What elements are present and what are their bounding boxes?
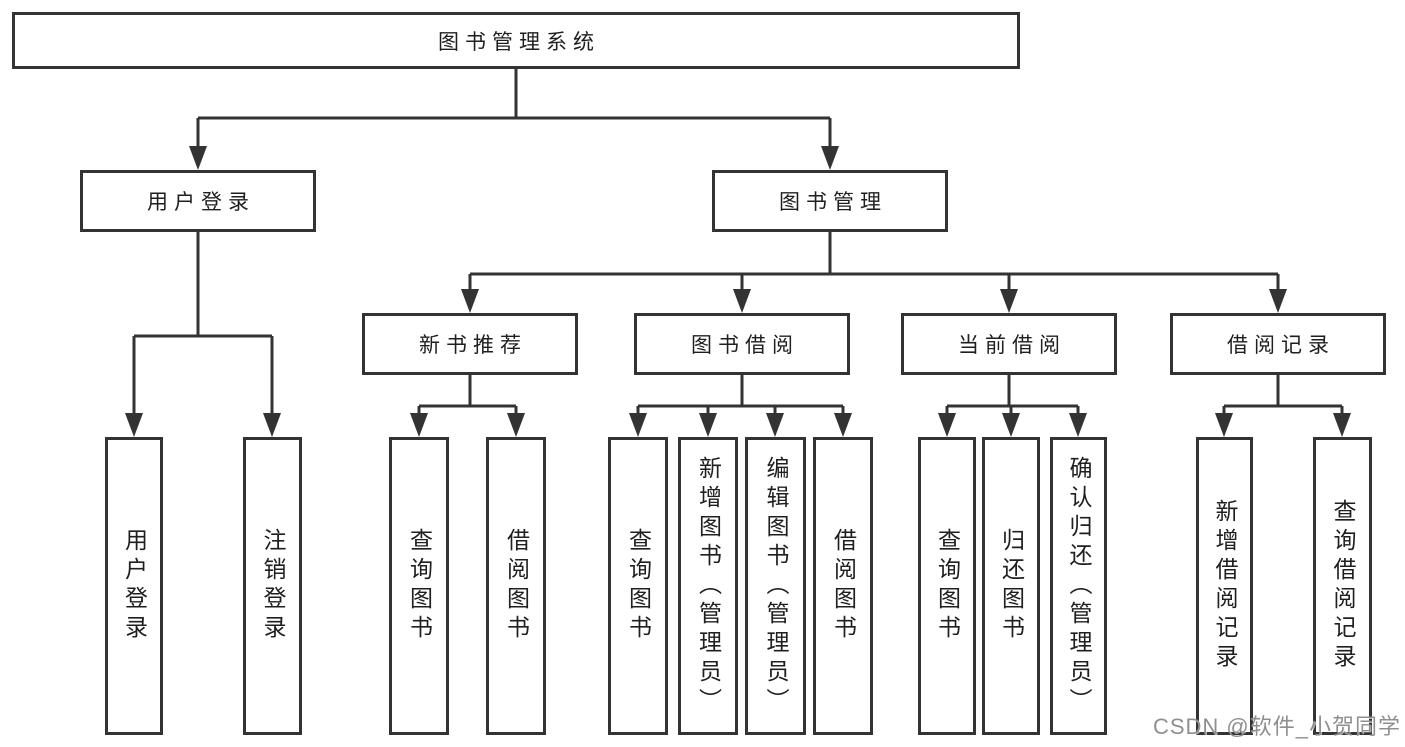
leaf-logout: 注销登录 <box>243 437 302 735</box>
leaf-return-book: 归还图书 <box>982 437 1040 735</box>
edges-new-book-recommend-to-leaves <box>410 375 525 437</box>
node-borrow-records: 借阅记录 <box>1170 313 1386 375</box>
leaf-borrow-books-borrow: 借阅图书 <box>813 437 873 735</box>
node-current-borrow: 当前借阅 <box>901 313 1117 375</box>
node-book-management: 图书管理 <box>712 170 948 232</box>
edges-borrow-records-to-leaves <box>1215 375 1351 437</box>
leaf-query-borrow-record: 查询借阅记录 <box>1313 437 1372 735</box>
edges-user-login-to-leaves <box>125 232 281 437</box>
node-book-borrow: 图书借阅 <box>634 313 850 375</box>
edges-root-to-level2 <box>189 69 839 170</box>
leaf-edit-book-admin: 编辑图书（管理员） <box>745 437 806 735</box>
watermark: CSDN @软件_小贺同学 <box>1152 714 1401 739</box>
leaf-query-books-recommend: 查询图书 <box>389 437 449 735</box>
leaf-borrow-books-recommend: 借阅图书 <box>486 437 546 735</box>
edges-current-borrow-to-leaves <box>938 375 1087 437</box>
leaf-add-borrow-record: 新增借阅记录 <box>1196 437 1253 735</box>
node-new-book-recommend: 新书推荐 <box>362 313 578 375</box>
leaf-user-login: 用户登录 <box>105 437 163 735</box>
edges-book-borrow-to-leaves <box>629 375 852 437</box>
node-system-root: 图书管理系统 <box>12 12 1020 69</box>
leaf-confirm-return-admin: 确认归还（管理员） <box>1050 437 1107 735</box>
node-user-login: 用户登录 <box>80 170 316 232</box>
edges-book-management-to-level3 <box>461 232 1287 313</box>
leaf-add-book-admin: 新增图书（管理员） <box>678 437 738 735</box>
leaf-query-books-current: 查询图书 <box>918 437 976 735</box>
leaf-query-books-borrow: 查询图书 <box>608 437 668 735</box>
